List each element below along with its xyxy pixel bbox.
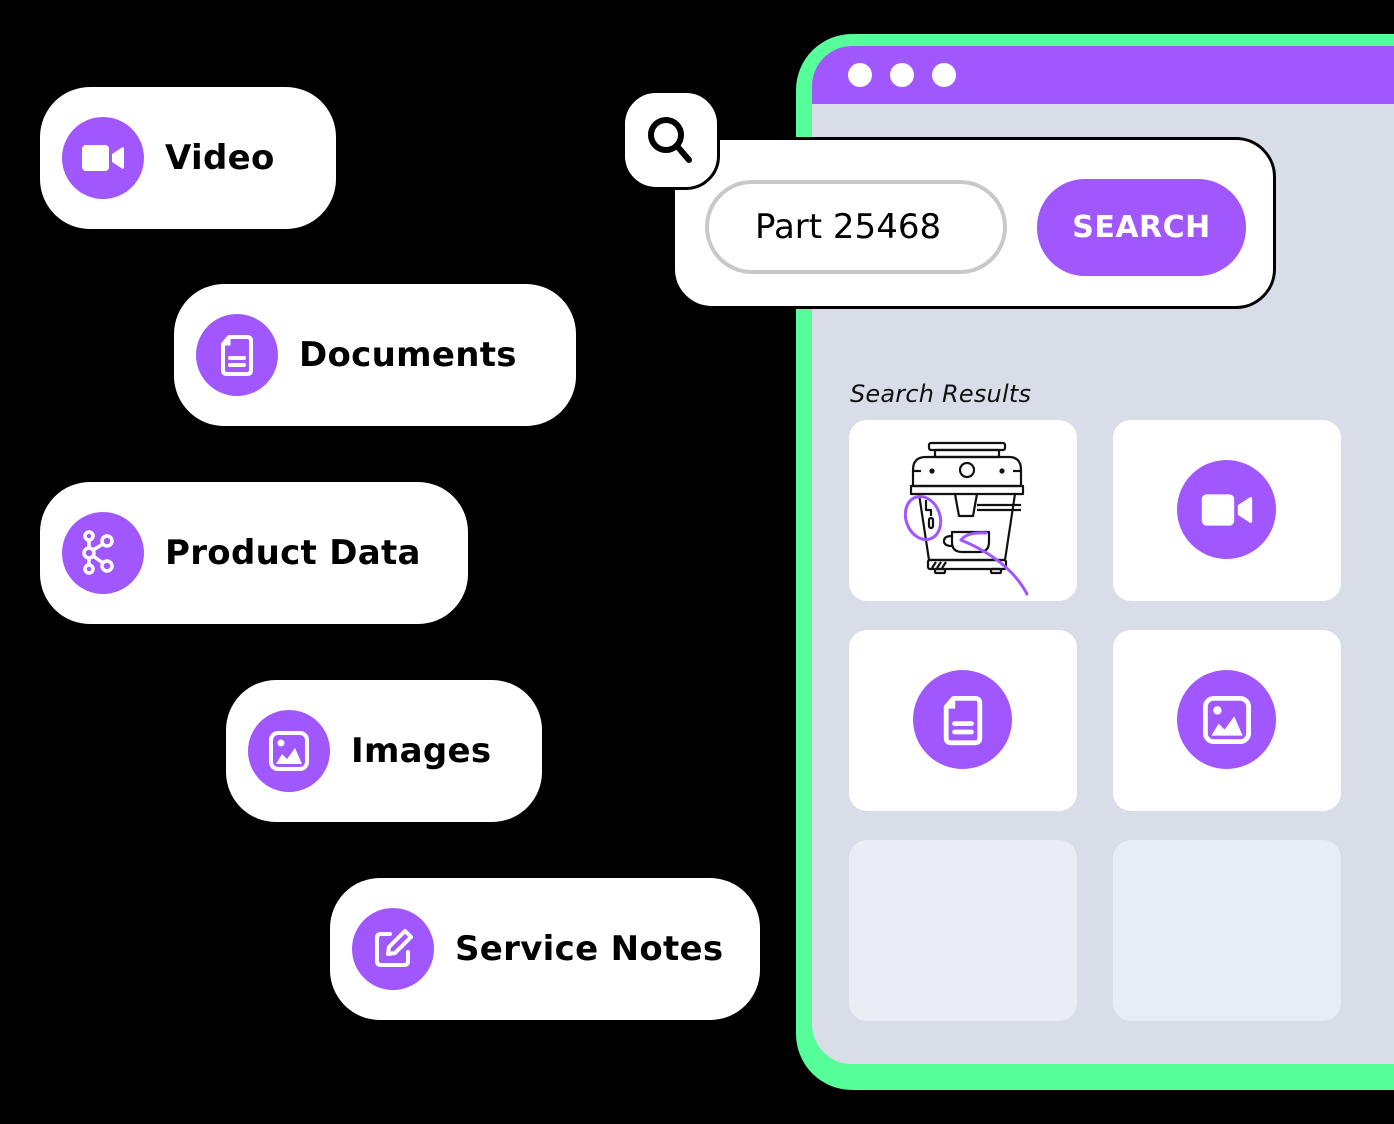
category-pill-service-notes[interactable]: Service Notes (330, 878, 760, 1020)
category-pill-documents[interactable]: Documents (174, 284, 576, 426)
result-tile-placeholder (1113, 840, 1341, 1021)
edit-note-icon (352, 908, 434, 990)
category-label: Images (351, 731, 492, 771)
category-pill-video[interactable]: Video (40, 87, 336, 229)
search-button[interactable]: SEARCH (1037, 179, 1246, 276)
category-pill-images[interactable]: Images (226, 680, 542, 822)
category-label: Product Data (165, 533, 421, 573)
window-dot (890, 63, 914, 87)
nodes-graph-icon (62, 512, 144, 594)
document-icon (913, 670, 1012, 769)
coffee-machine-illustration (903, 441, 1029, 596)
result-tile-video[interactable] (1113, 420, 1341, 601)
window-dot (848, 63, 872, 87)
category-label: Service Notes (455, 929, 724, 969)
search-bar-card: SEARCH (672, 137, 1276, 309)
category-pill-product-data[interactable]: Product Data (40, 482, 468, 624)
result-tile-document[interactable] (849, 630, 1077, 811)
image-icon (1177, 670, 1276, 769)
image-icon (248, 710, 330, 792)
video-camera-icon (62, 117, 144, 199)
magnifier-icon (648, 117, 692, 163)
window-dot (932, 63, 956, 87)
search-input[interactable] (705, 180, 1007, 274)
window-titlebar (812, 46, 1394, 104)
document-icon (196, 314, 278, 396)
category-label: Video (165, 138, 275, 178)
search-results-label: Search Results (850, 380, 1032, 408)
result-tile-coffee-machine[interactable] (849, 420, 1077, 601)
result-tile-placeholder (849, 840, 1077, 1021)
category-label: Documents (299, 335, 517, 375)
video-camera-icon (1177, 460, 1276, 559)
search-icon-badge (622, 90, 720, 190)
result-tile-image[interactable] (1113, 630, 1341, 811)
